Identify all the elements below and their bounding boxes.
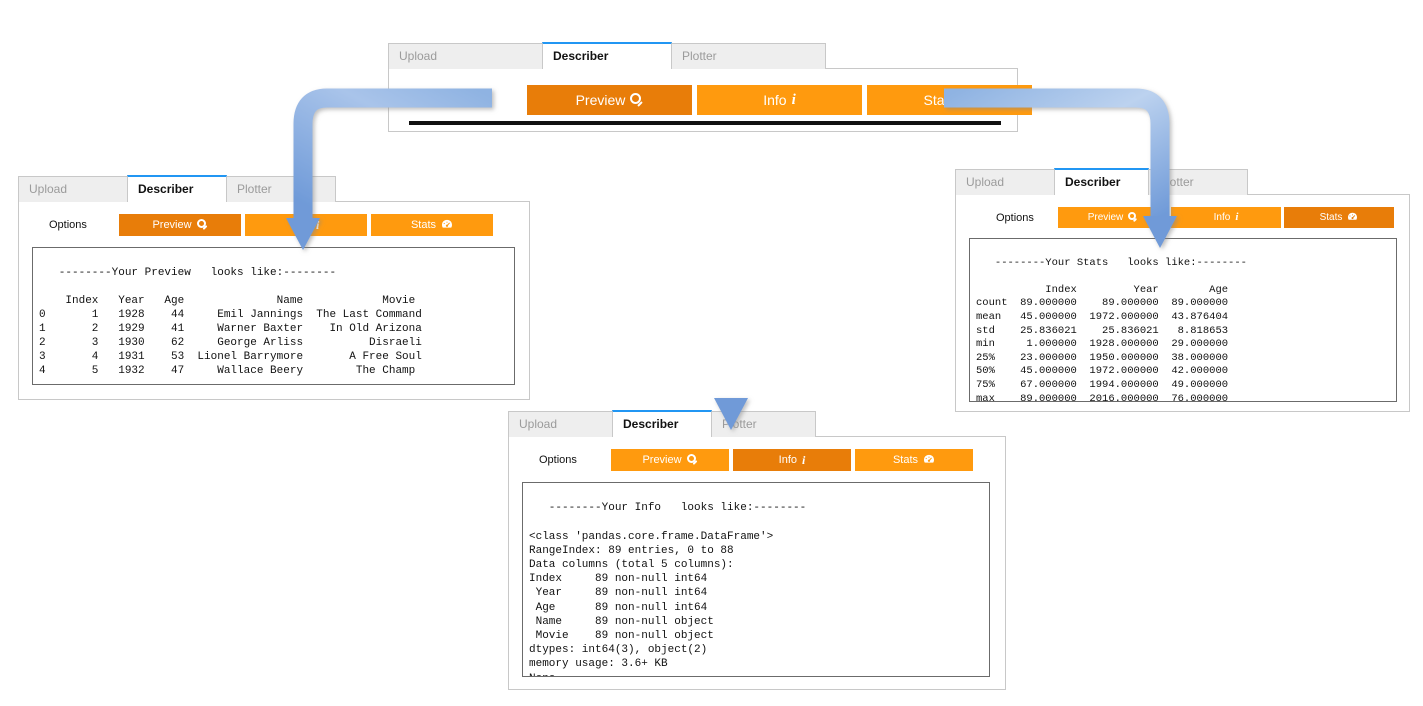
panel-stats: Upload Describer Plotter Options Preview… [955, 168, 1410, 412]
options-row-stats: Options Preview Info i Stats [996, 207, 1394, 228]
preview-button[interactable]: Preview [1058, 207, 1168, 228]
preview-button[interactable]: Preview [527, 85, 692, 115]
stats-button[interactable]: Stats [371, 214, 493, 236]
tab-plotter[interactable]: Plotter [226, 176, 336, 202]
search-icon [196, 219, 208, 231]
tab-upload[interactable]: Upload [955, 169, 1055, 195]
panel-body-stats: Options Preview Info i Stats [955, 194, 1410, 412]
stats-button-label: Stats [892, 454, 919, 466]
tab-plotter[interactable]: Plotter [1148, 169, 1248, 195]
gauge-icon [1347, 212, 1358, 224]
divider-bar-top [409, 121, 1001, 125]
tab-upload[interactable]: Upload [388, 43, 543, 69]
gauge-icon [923, 454, 935, 467]
tab-describer[interactable]: Describer [542, 42, 672, 69]
info-button-label: Info [292, 219, 311, 231]
stats-button-label: Stats [1319, 212, 1343, 223]
tab-upload[interactable]: Upload [18, 176, 128, 202]
tab-strip-top: Upload Describer Plotter [388, 42, 1018, 69]
search-icon [630, 92, 644, 108]
tab-strip-preview: Upload Describer Plotter [18, 175, 530, 202]
info-icon: i [1235, 211, 1239, 223]
options-row-info: Options Preview Info i Stats [539, 449, 973, 471]
panel-top: Upload Describer Plotter Options Preview… [388, 42, 1032, 132]
options-label: Options [49, 219, 87, 231]
tab-strip-info: Upload Describer Plotter [508, 410, 1006, 437]
tab-plotter[interactable]: Plotter [671, 43, 826, 69]
preview-button-label: Preview [575, 92, 626, 108]
preview-output: --------Your Preview looks like:--------… [32, 247, 515, 385]
arrow-info [714, 112, 748, 430]
info-button-label: Info [778, 454, 797, 466]
options-row-preview: Options Preview Info i Stats [49, 214, 493, 236]
info-icon: i [802, 453, 806, 467]
tab-describer[interactable]: Describer [127, 175, 227, 202]
panel-info: Upload Describer Plotter Options Preview… [508, 410, 1006, 690]
stats-button-label: Stats [923, 92, 956, 108]
tab-describer[interactable]: Describer [1054, 168, 1149, 195]
preview-button[interactable]: Preview [119, 214, 241, 236]
gauge-icon [441, 219, 453, 232]
search-icon [1128, 212, 1138, 223]
preview-button-label: Preview [642, 454, 682, 466]
stats-button[interactable]: Stats [1284, 207, 1394, 228]
stats-button[interactable]: Stats [855, 449, 973, 471]
stats-button[interactable]: Stats [867, 85, 1032, 115]
info-icon: i [316, 218, 320, 232]
info-button[interactable]: Info i [733, 449, 851, 471]
panel-preview: Upload Describer Plotter Options Preview… [18, 175, 530, 400]
preview-button[interactable]: Preview [611, 449, 729, 471]
info-button[interactable]: Info i [1171, 207, 1281, 228]
tab-describer[interactable]: Describer [612, 410, 712, 437]
stats-output: --------Your Stats looks like:-------- I… [969, 238, 1397, 402]
panel-body-preview: Options Preview Info i Stats [18, 201, 530, 400]
options-label: Options [539, 454, 577, 466]
gauge-icon [960, 93, 975, 108]
info-button-label: Info [1213, 212, 1231, 223]
panel-body-info: Options Preview Info i Stats [508, 436, 1006, 690]
panel-body-top: Options Preview Info i Stats [388, 68, 1032, 132]
tab-upload[interactable]: Upload [508, 411, 613, 437]
info-button[interactable]: Info i [245, 214, 367, 236]
info-button[interactable]: Info i [697, 85, 862, 115]
options-label: Options [427, 92, 472, 108]
preview-button-label: Preview [152, 219, 192, 231]
options-row-top: Options Preview Info i Stats [427, 85, 1032, 115]
tab-plotter[interactable]: Plotter [711, 411, 816, 437]
info-icon: i [791, 91, 796, 108]
search-icon [686, 454, 698, 466]
options-label: Options [996, 211, 1034, 224]
stats-button-label: Stats [410, 219, 437, 231]
tab-strip-stats: Upload Describer Plotter [955, 168, 1410, 195]
info-button-label: Info [763, 92, 787, 108]
preview-button-label: Preview [1087, 212, 1124, 223]
info-output: --------Your Info looks like:-------- <c… [522, 482, 990, 677]
